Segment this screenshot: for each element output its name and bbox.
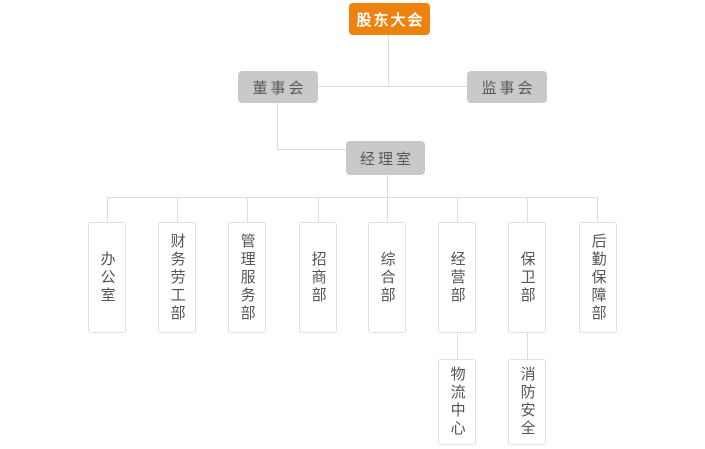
node-dept-investment: 招商部 — [299, 222, 337, 333]
node-dept-operations: 经营部 — [438, 222, 476, 333]
connector-drop-dept-8 — [597, 197, 598, 222]
node-label: 后勤保障部 — [589, 232, 608, 323]
node-supervisory-board: 监事会 — [467, 71, 547, 103]
node-label: 董事会 — [252, 78, 307, 97]
node-dept-logistics-support: 后勤保障部 — [579, 222, 617, 333]
connector-drop-sub-2 — [527, 333, 528, 359]
node-label: 管理服务部 — [238, 232, 257, 323]
node-label: 经理室 — [359, 149, 414, 168]
node-sub-logistics-center: 物流中心 — [438, 359, 476, 445]
node-manager-office: 经理室 — [346, 141, 425, 175]
connector-drop-dept-6 — [457, 197, 458, 222]
connector-drop-dept-1 — [107, 197, 108, 222]
node-dept-management-service: 管理服务部 — [228, 222, 266, 333]
connector-drop-dept-2 — [177, 197, 178, 222]
connector-manager-down — [387, 175, 388, 197]
connector-departments-horizontal — [107, 197, 598, 198]
node-label: 监事会 — [481, 78, 536, 97]
node-shareholders-meeting: 股东大会 — [349, 3, 430, 35]
node-label: 综合部 — [378, 250, 397, 305]
node-dept-general: 综合部 — [368, 222, 406, 333]
node-label: 物流中心 — [448, 366, 467, 438]
node-sub-fire-safety: 消防安全 — [508, 359, 546, 445]
node-label: 办公室 — [98, 250, 117, 305]
connector-drop-sub-1 — [457, 333, 458, 359]
connector-drop-dept-4 — [318, 197, 319, 222]
node-label: 股东大会 — [356, 10, 425, 29]
node-label: 招商部 — [309, 250, 328, 305]
connector-board-to-manager — [277, 149, 346, 150]
connector-drop-dept-3 — [247, 197, 248, 222]
node-label: 财务劳工部 — [168, 232, 187, 323]
node-dept-office: 办公室 — [88, 222, 126, 333]
node-dept-security: 保卫部 — [508, 222, 546, 333]
connector-root-down — [388, 35, 389, 86]
node-label: 消防安全 — [518, 366, 537, 438]
connector-drop-dept-5 — [387, 197, 388, 222]
connector-drop-dept-7 — [527, 197, 528, 222]
node-dept-finance-labor: 财务劳工部 — [158, 222, 196, 333]
connector-board-down — [277, 103, 278, 149]
node-label: 保卫部 — [518, 250, 537, 305]
node-board-of-directors: 董事会 — [238, 71, 318, 103]
connector-level2-horizontal — [318, 86, 467, 87]
node-label: 经营部 — [448, 250, 467, 305]
